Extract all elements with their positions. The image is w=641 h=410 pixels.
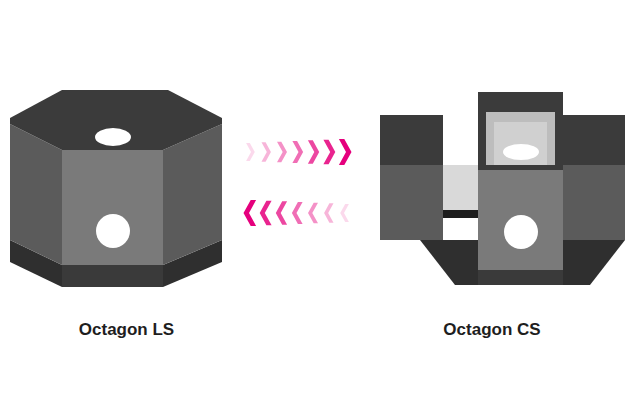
figure-box: Octagon LS [10,85,243,340]
octagon-ls-figure [10,90,222,287]
chevron-arrow [246,139,351,165]
figure-label: Octagon LS [10,320,243,340]
figure-box: Octagon CS [352,85,632,340]
octagon-cs-figure [380,92,625,285]
chevron-arrow [244,200,349,226]
figure-label: Octagon CS [352,320,632,340]
